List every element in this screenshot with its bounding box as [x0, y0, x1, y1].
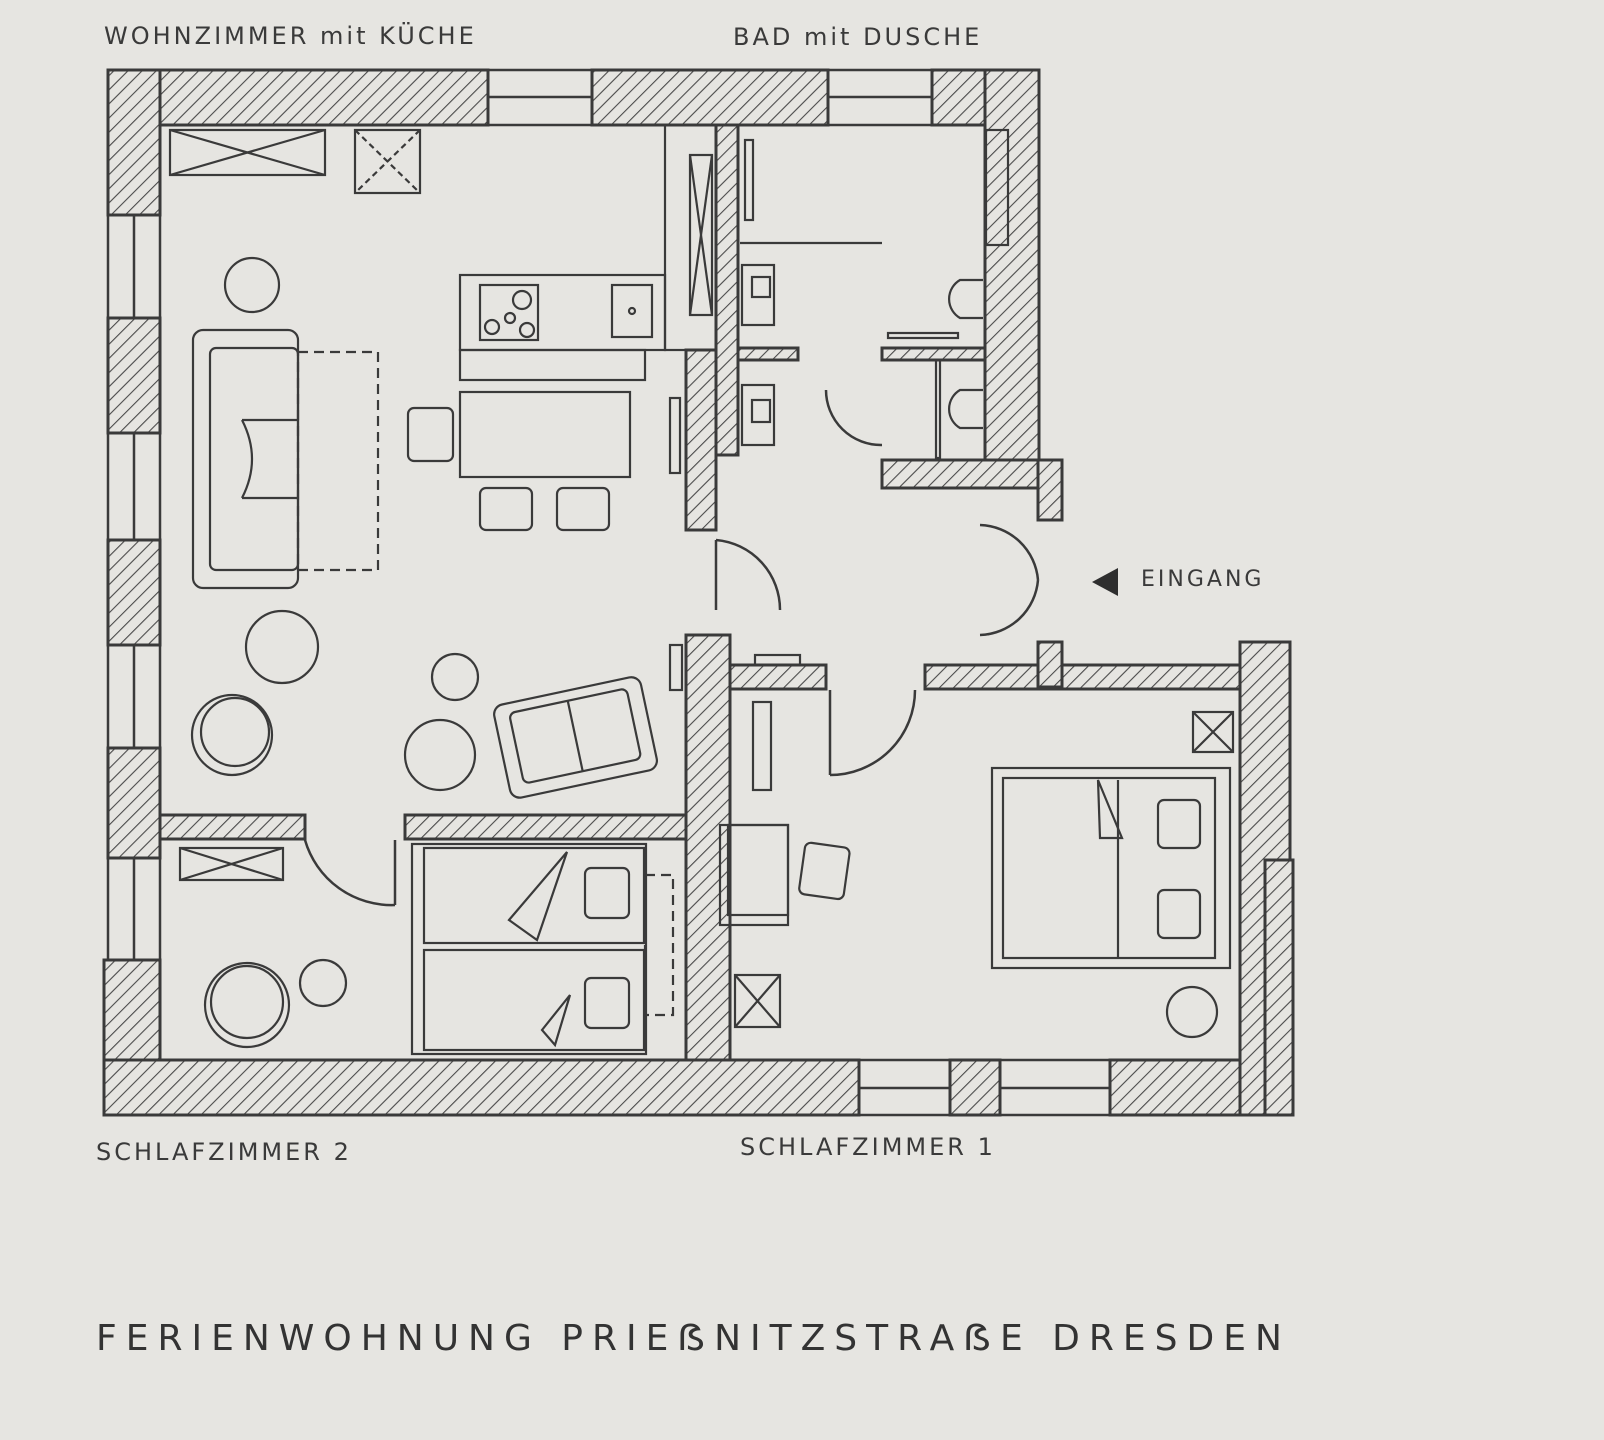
- furniture: [168, 123, 1235, 1056]
- arrow-left-icon: [1092, 568, 1118, 596]
- washbasin-1: [740, 263, 776, 327]
- wall-bath-stub: [736, 346, 800, 362]
- label-wohnzimmer: WOHNZIMMER mit KÜCHE: [104, 22, 477, 50]
- wall-top-left: [106, 68, 490, 127]
- counter-bar: [458, 348, 647, 382]
- wall-top-mid: [590, 68, 830, 127]
- plan-title: FERIENWOHNUNG PRIEẞNITZSTRAẞE DRESDEN: [96, 1318, 1291, 1359]
- wall-hall-bed: [684, 633, 732, 1062]
- dining-table: [458, 390, 632, 479]
- wall-living-bed2-b: [403, 813, 688, 841]
- wall-bath-bottom: [880, 458, 1064, 490]
- wall-bed1-top: [923, 663, 1242, 691]
- wall-bed1-top-left: [728, 663, 828, 691]
- wall-bottom-left: [102, 1058, 861, 1117]
- walls: [102, 68, 1295, 1117]
- wall-left-4: [106, 746, 162, 860]
- windows: [106, 68, 1112, 1117]
- wall-left-3: [106, 538, 162, 647]
- wall-entry-post: [1036, 640, 1064, 689]
- plant-living: [223, 256, 281, 314]
- double-bed: [990, 766, 1232, 970]
- shower-glass: [743, 138, 755, 222]
- wall-bottom-mid: [948, 1058, 1002, 1117]
- wall-bath-partition: [880, 346, 987, 362]
- wall-entry-right: [1036, 458, 1064, 522]
- kitchen-counter-right: [663, 123, 718, 352]
- wall-kitchen-bath: [714, 123, 740, 457]
- sofa: [191, 328, 300, 590]
- wall-right-bath: [983, 68, 1041, 462]
- wall-left-1: [106, 68, 162, 217]
- label-eingang: EINGANG: [1141, 567, 1265, 592]
- wall-left-2: [106, 316, 162, 435]
- label-schlafzimmer-2: SCHLAFZIMMER 2: [96, 1138, 352, 1166]
- wardrobe-bed2: [178, 846, 285, 882]
- wall-bed1-rightjog: [1263, 858, 1295, 1117]
- label-bad: BAD mit DUSCHE: [733, 23, 983, 51]
- wall-living-hall: [684, 348, 718, 532]
- doors: [303, 389, 1040, 907]
- label-schlafzimmer-1: SCHLAFZIMMER 1: [740, 1133, 996, 1161]
- sink: [610, 283, 654, 339]
- wall-living-bed2-a: [158, 813, 307, 841]
- washbasin-2: [740, 383, 776, 447]
- cabinet-living: [353, 128, 422, 195]
- armchair: [493, 676, 658, 799]
- stove: [478, 283, 540, 342]
- rug: [296, 350, 380, 572]
- wardrobe-living: [168, 128, 327, 177]
